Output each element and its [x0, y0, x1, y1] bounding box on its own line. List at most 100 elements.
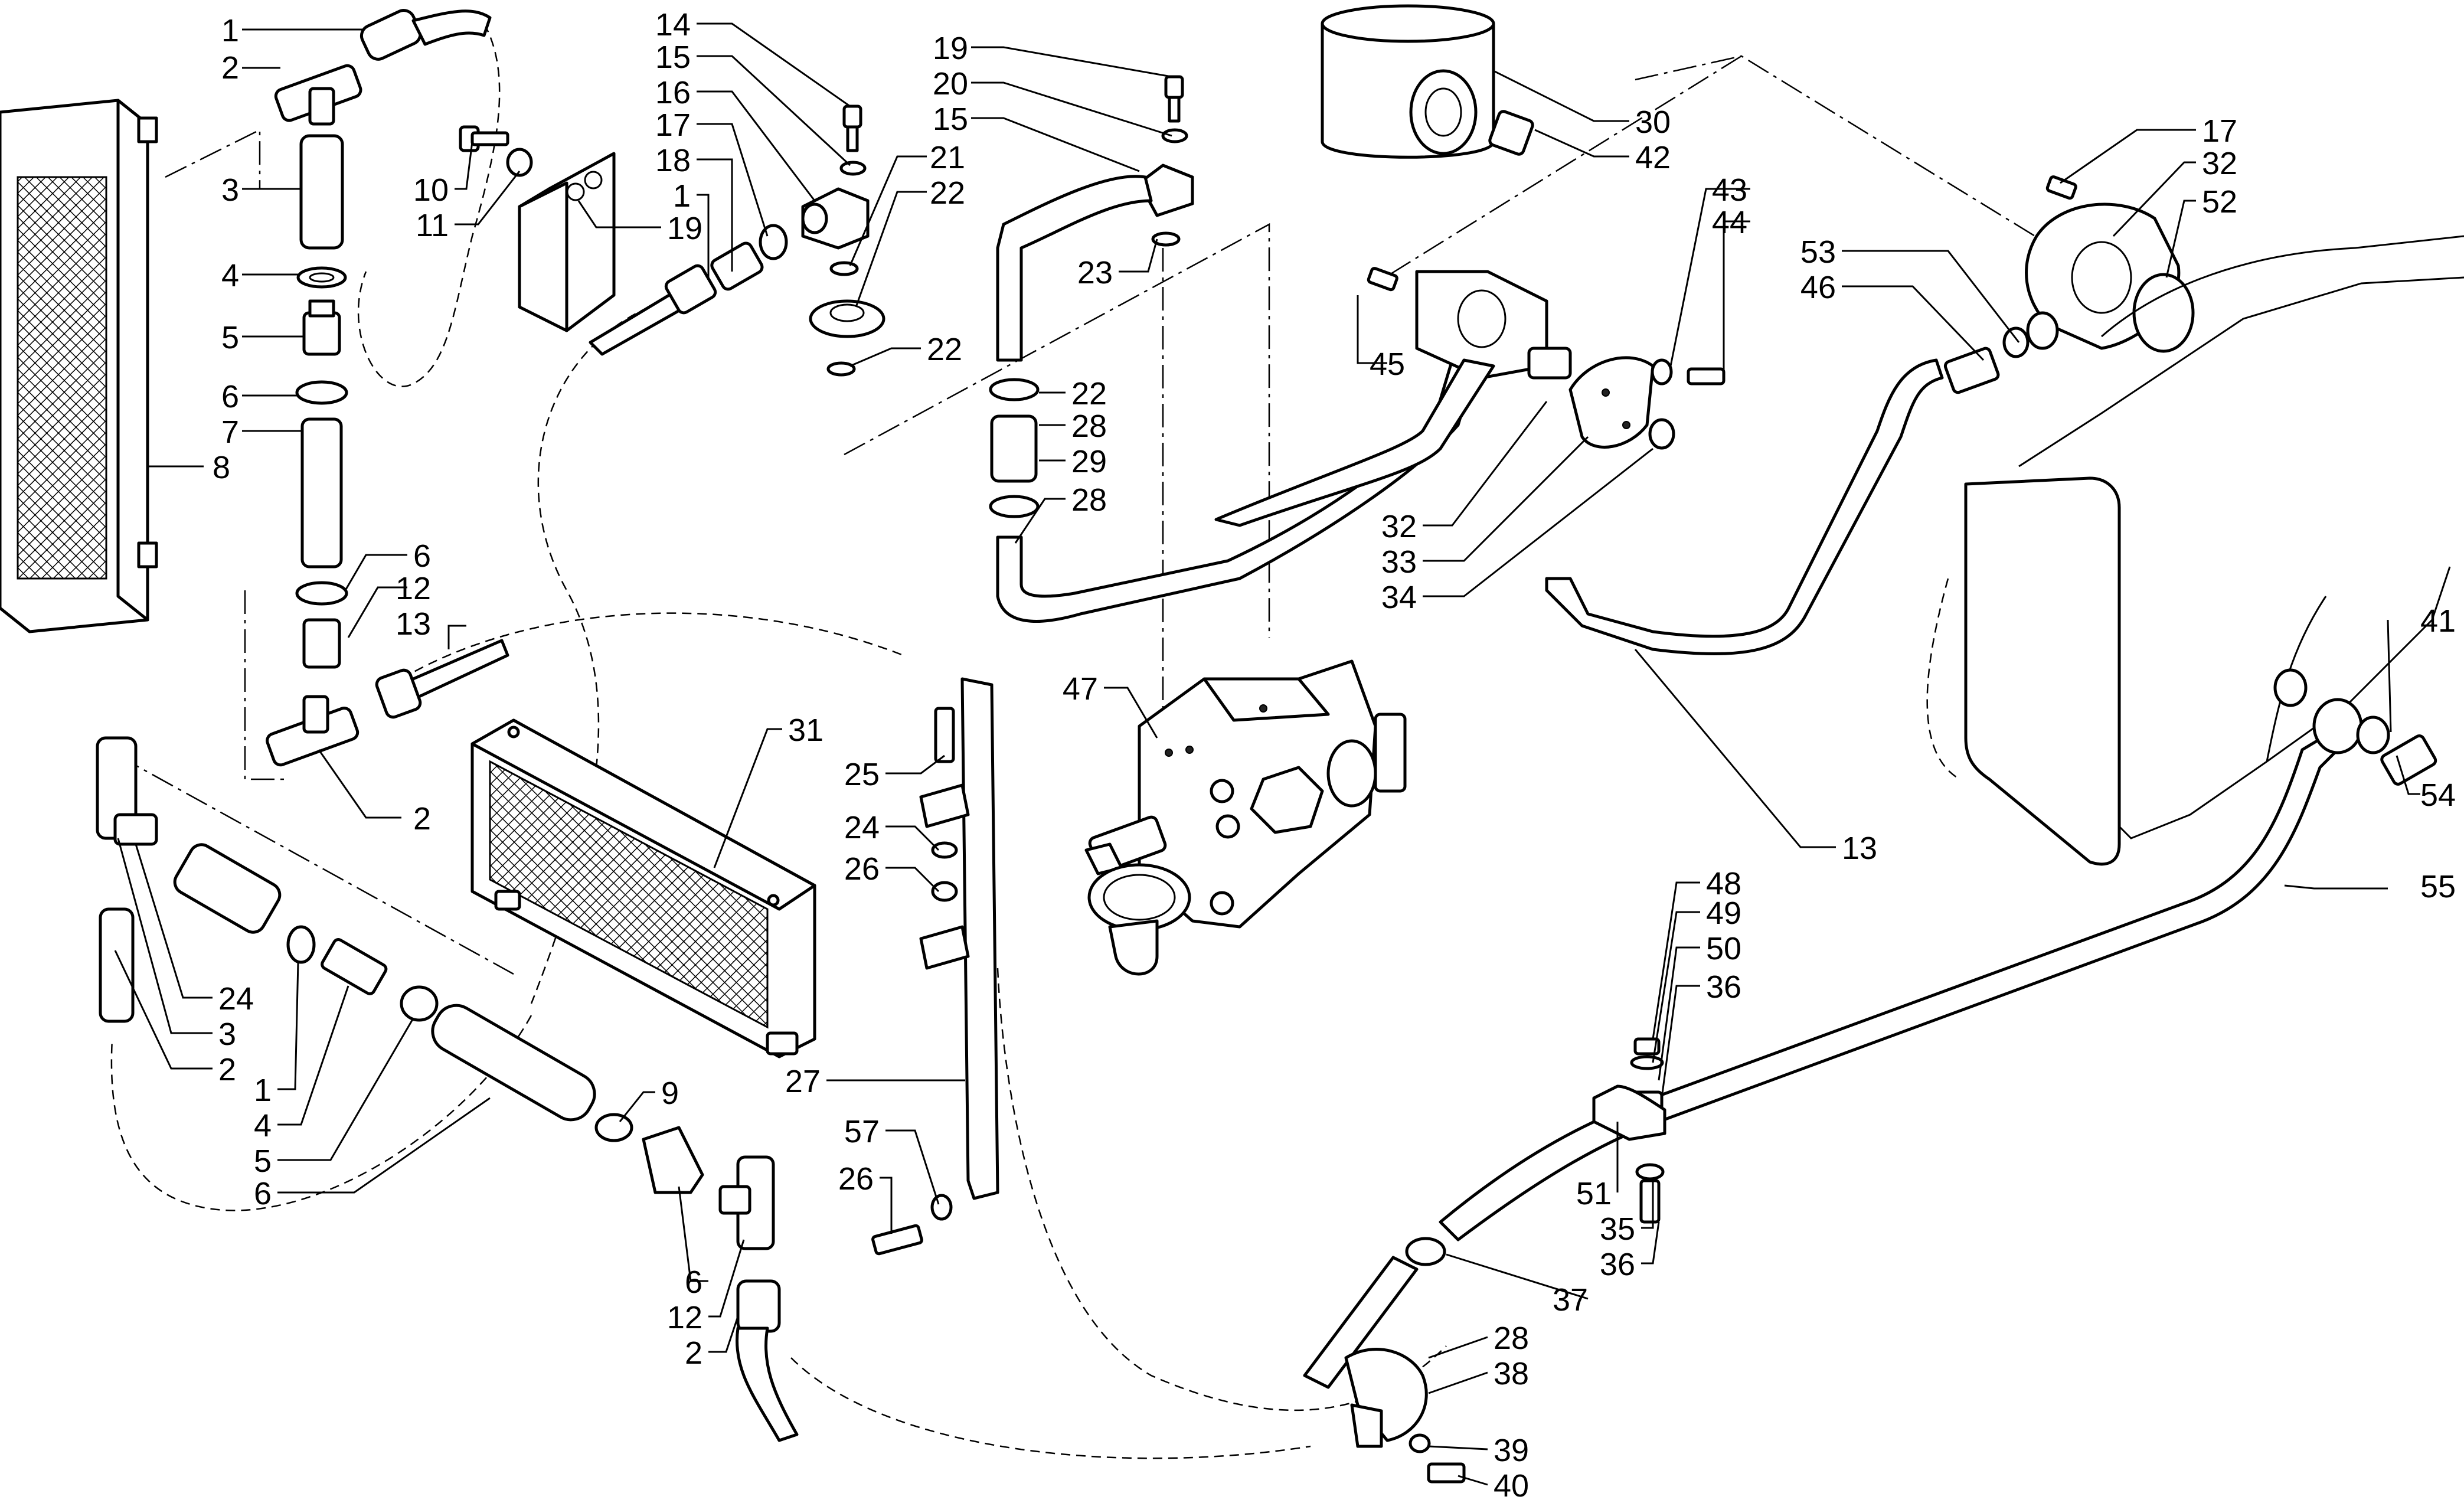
callout-8: 8: [213, 450, 230, 485]
callout-17: 17: [655, 107, 691, 143]
callout-24: 26: [838, 1161, 874, 1197]
callout-23: 22: [930, 175, 965, 211]
callout-15: 20: [933, 66, 968, 102]
callout-13: 2: [685, 1335, 702, 1371]
callout-26: 24: [844, 810, 880, 845]
callout-12: 12: [396, 571, 431, 606]
callout-3: 3: [221, 172, 239, 208]
callout-35: 51: [1576, 1176, 1612, 1211]
bolt-10-washer-11: [459, 125, 533, 177]
routing-lines: [110, 23, 2055, 1459]
flange-52: [1943, 175, 2195, 394]
callout-20: 19: [933, 31, 968, 66]
callout-7: 7: [221, 414, 239, 450]
leader-lines: [114, 22, 2420, 1486]
plate-34: [1568, 356, 1726, 450]
fitting-stack-left: [266, 9, 492, 767]
callout-22: 23: [1077, 255, 1113, 290]
callout-6: 6: [221, 379, 239, 414]
callout-32: 45: [1370, 347, 1405, 382]
callout-2: 2: [221, 50, 239, 86]
callout-28: 29: [1071, 444, 1107, 479]
callout-52: 32: [2202, 146, 2237, 181]
callout-1: 1: [673, 178, 691, 214]
callout-1: 2: [218, 1052, 236, 1087]
callout-32: 17: [2202, 113, 2237, 149]
callout-53: 52: [2202, 184, 2237, 220]
callout-28: 22: [1071, 376, 1107, 411]
callout-29: 28: [1071, 409, 1107, 444]
callout-17: 34: [1381, 580, 1417, 615]
callout-51: 36: [1706, 969, 1741, 1005]
callout-55: 54: [2420, 777, 2456, 813]
fitting-lower-middle: [642, 1126, 799, 1442]
callout-19: 19: [667, 211, 702, 246]
callout-22: 21: [930, 140, 965, 175]
callout-21: 15: [933, 102, 968, 137]
callout-15: 15: [655, 40, 691, 75]
callout-10: 10: [413, 172, 449, 208]
callout-31: 47: [1063, 671, 1098, 707]
radiator-vertical: [0, 99, 158, 633]
hydraulic-pump-31: [1084, 659, 1407, 976]
callout-6: 6: [413, 538, 431, 574]
callout-4: 1: [254, 1073, 272, 1108]
housing-outline: [1964, 235, 2464, 866]
callout-18: 18: [655, 143, 691, 178]
callout-6: 5: [254, 1143, 272, 1179]
callout-13: 13: [396, 606, 431, 642]
pipe-clamp-35: [1592, 1037, 1666, 1224]
callout-11: 11: [416, 208, 449, 243]
hose-13-upper: [375, 639, 509, 719]
callout-22: 22: [927, 332, 962, 367]
hose-fitting-17-18: [589, 224, 788, 356]
lower-hose-clamp: [1303, 1237, 1466, 1484]
callout-45: 44: [1712, 205, 1747, 240]
callout-labels: 1 2 3 4 5 6 7 8 6 12 13 2 10 11 19 14 15…: [213, 7, 2456, 1503]
callout-40: 39: [1494, 1433, 1529, 1468]
callout-36: 50: [1706, 931, 1741, 966]
callout-30: 28: [1071, 482, 1107, 518]
callout-38: 28: [1494, 1321, 1529, 1356]
callout-25: 31: [788, 713, 823, 748]
fitting-stack-lower-left: [96, 736, 633, 1142]
pipe-48: [1545, 358, 1944, 655]
callout-43: 42: [1635, 140, 1671, 175]
callout-46: 53: [1800, 234, 1836, 270]
callout-49: 48: [1706, 866, 1741, 901]
callout-50: 49: [1706, 896, 1741, 931]
callout-57: 27: [785, 1064, 821, 1099]
callout-48: 13: [1842, 831, 1877, 866]
callout-44: 43: [1712, 172, 1747, 208]
callout-4: 4: [221, 258, 239, 293]
callout-34: 33: [1381, 544, 1417, 580]
callout-26: 57: [844, 1114, 880, 1149]
callout-33: 32: [1381, 509, 1417, 544]
pipe-56: [1439, 668, 2437, 1241]
pipe-21: [996, 75, 1194, 362]
callout-28: 37: [1553, 1282, 1588, 1318]
callout-41: 40: [1494, 1468, 1529, 1503]
callout-56: 55: [2420, 869, 2456, 904]
callout-37: 36: [1600, 1247, 1635, 1282]
callout-54: 41: [2420, 603, 2456, 639]
callout-2: 3: [218, 1017, 236, 1052]
callout-24: 25: [844, 757, 880, 792]
hose-section-28-29-30: [989, 358, 1478, 623]
callout-2: 12: [667, 1300, 702, 1335]
callout-42: 30: [1635, 104, 1671, 140]
callout-36: 35: [1600, 1211, 1635, 1247]
callout-3: 24: [218, 981, 254, 1017]
callout-1: 1: [221, 13, 239, 48]
callout-47: 46: [1800, 270, 1836, 305]
callout-6: 9: [661, 1076, 679, 1111]
callout-2: 2: [413, 801, 431, 837]
callout-5: 4: [254, 1108, 272, 1143]
support-bracket-57: [871, 677, 999, 1256]
oil-filter-42: [1321, 4, 1534, 159]
callout-27: 26: [844, 851, 880, 887]
banjo-fitting-left: [801, 104, 885, 377]
callout-12: 6: [685, 1265, 702, 1300]
bracket-19: [518, 152, 616, 332]
